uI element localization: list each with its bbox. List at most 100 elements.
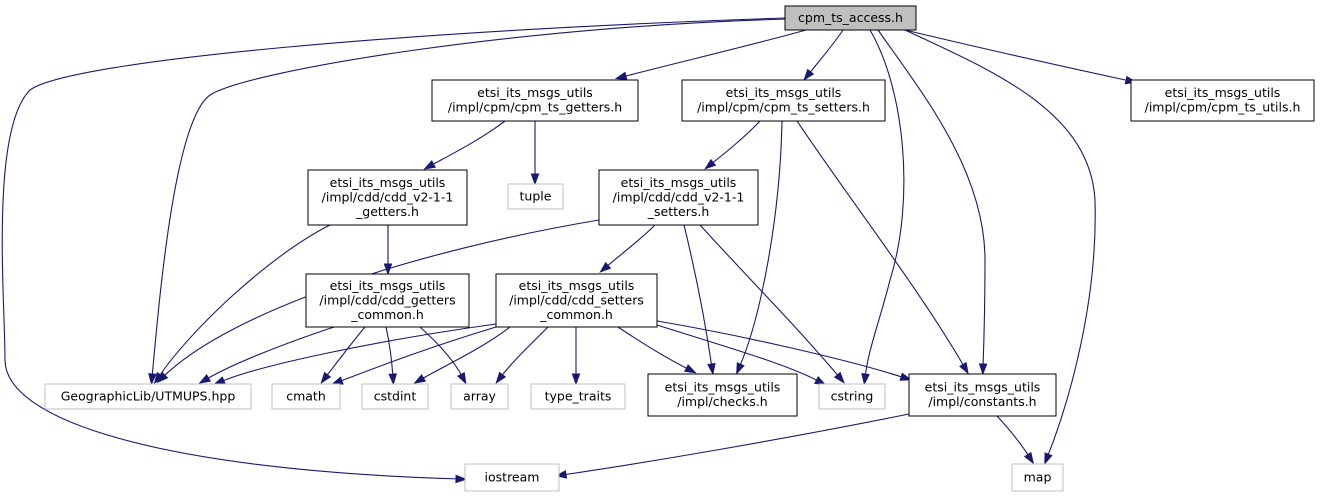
node-root: cpm_ts_access.h xyxy=(784,5,917,31)
node-label: array xyxy=(463,388,496,403)
node-label: iostream xyxy=(485,469,540,484)
edge-cdd_getters-to-geo xyxy=(153,224,331,385)
arrowhead xyxy=(156,371,169,384)
edge-line xyxy=(419,326,464,379)
node-label: etsi_its_msgs_utils xyxy=(477,85,593,100)
arrowhead xyxy=(599,261,612,273)
node-utils[interactable]: etsi_its_msgs_utils/impl/cpm/cpm_ts_util… xyxy=(1130,79,1315,122)
node-box xyxy=(271,383,341,410)
edge-layer xyxy=(1,17,1138,484)
edge-line xyxy=(499,326,549,379)
edge-line xyxy=(656,320,906,379)
node-label: etsi_its_msgs_utils xyxy=(1165,85,1281,100)
edge-line xyxy=(996,415,1031,459)
arrowhead xyxy=(198,374,212,384)
edge-line xyxy=(604,224,656,269)
node-map: map xyxy=(1011,463,1064,492)
node-label: /impl/cdd/cdd_v2-1-1 xyxy=(613,189,745,204)
edge-line xyxy=(683,224,713,369)
edge-line xyxy=(157,224,331,379)
edge-line xyxy=(807,29,844,76)
node-label: _getters.h xyxy=(355,204,419,219)
edge-setters_common-to-checks xyxy=(617,326,697,374)
arrowhead xyxy=(571,373,581,386)
edge-line xyxy=(419,326,511,381)
edge-getters-to-tuple xyxy=(530,121,540,186)
node-array: array xyxy=(450,383,509,410)
node-getters[interactable]: etsi_its_msgs_utils/impl/cpm/cpm_ts_gett… xyxy=(431,79,639,122)
arrowhead xyxy=(978,363,988,376)
arrowhead xyxy=(707,362,716,376)
node-label: /impl/cpm/cpm_ts_setters.h xyxy=(697,100,870,115)
edge-getters_common-to-cmath xyxy=(320,326,366,384)
edge-root-to-utils xyxy=(904,29,1138,85)
node-label: etsi_its_msgs_utils xyxy=(330,278,446,293)
node-cdd_setters[interactable]: etsi_its_msgs_utils/impl/cdd/cdd_v2-1-1_… xyxy=(598,169,759,226)
node-box xyxy=(681,79,886,122)
edge-setters_common-to-cmath xyxy=(331,326,497,385)
node-box xyxy=(307,169,468,226)
node-label: /impl/cdd/cdd_v2-1-1 xyxy=(322,189,454,204)
edge-setters-to-checks xyxy=(736,120,783,375)
node-box xyxy=(450,383,509,410)
arrowhead xyxy=(899,372,913,381)
edge-line xyxy=(219,323,497,383)
arrowhead xyxy=(861,373,870,386)
edge-root-to-geo xyxy=(148,18,790,386)
node-box xyxy=(818,383,886,410)
edge-line xyxy=(337,326,497,383)
node-label: map xyxy=(1024,469,1052,484)
node-label: type_traits xyxy=(545,388,612,403)
arrowhead xyxy=(614,71,628,81)
node-label: etsi_its_msgs_utils xyxy=(925,380,1041,395)
edge-cdd_setters-to-checks xyxy=(683,224,716,376)
edge-getters_common-to-cstdint xyxy=(385,326,397,386)
edge-line xyxy=(1,17,786,480)
node-label: etsi_its_msgs_utils xyxy=(330,175,446,190)
node-box xyxy=(507,183,564,210)
edge-setters_common-to-cstdint xyxy=(413,326,511,384)
arrowhead xyxy=(736,362,745,375)
edge-root-to-constants xyxy=(877,29,988,376)
node-cdd_getters[interactable]: etsi_its_msgs_utils/impl/cdd/cdd_v2-1-1_… xyxy=(307,169,468,226)
node-setters_common[interactable]: etsi_its_msgs_utils/impl/cdd/cdd_setters… xyxy=(495,273,658,328)
node-box xyxy=(431,79,639,122)
node-label: etsi_its_msgs_utils xyxy=(519,278,635,293)
node-label: /impl/checks.h xyxy=(677,394,768,409)
edge-line xyxy=(204,326,335,381)
edge-setters_common-to-type_traits xyxy=(571,327,581,386)
edge-cdd_setters-to-setters_common xyxy=(599,224,656,273)
edge-line xyxy=(904,29,1096,459)
node-box xyxy=(305,273,470,328)
arrowhead xyxy=(704,158,717,170)
edge-constants-to-map xyxy=(996,415,1034,465)
edge-line xyxy=(864,29,905,379)
arrowhead xyxy=(320,371,332,384)
arrowhead xyxy=(495,371,507,384)
edge-setters-to-cdd_setters xyxy=(704,120,761,170)
node-label: _common.h xyxy=(539,307,613,322)
node-getters_common[interactable]: etsi_its_msgs_utils/impl/cdd/cdd_getters… xyxy=(305,273,470,328)
node-checks[interactable]: etsi_its_msgs_utils/impl/checks.h xyxy=(647,373,798,417)
node-label: /impl/cpm/cpm_ts_getters.h xyxy=(448,100,622,115)
node-label: etsi_its_msgs_utils xyxy=(621,175,737,190)
node-box xyxy=(647,373,798,417)
edge-line xyxy=(561,413,910,476)
node-constants[interactable]: etsi_its_msgs_utils/impl/constants.h xyxy=(908,373,1057,417)
arrowhead xyxy=(423,160,436,170)
edge-line xyxy=(904,29,1131,82)
arrowhead xyxy=(148,373,157,386)
edge-setters_common-to-constants xyxy=(656,320,913,381)
node-setters[interactable]: etsi_its_msgs_utils/impl/cpm/cpm_ts_sett… xyxy=(681,79,886,122)
edge-line xyxy=(324,326,366,379)
edge-getters_common-to-array xyxy=(419,326,467,385)
node-label: _setters.h xyxy=(647,204,710,219)
edge-line xyxy=(709,120,761,166)
node-box xyxy=(530,383,626,410)
node-type_traits: type_traits xyxy=(530,383,626,410)
arrowhead xyxy=(1044,452,1053,465)
arrowhead xyxy=(413,374,427,384)
edge-getters-to-cdd_getters xyxy=(423,120,506,170)
arrowhead xyxy=(959,361,969,375)
